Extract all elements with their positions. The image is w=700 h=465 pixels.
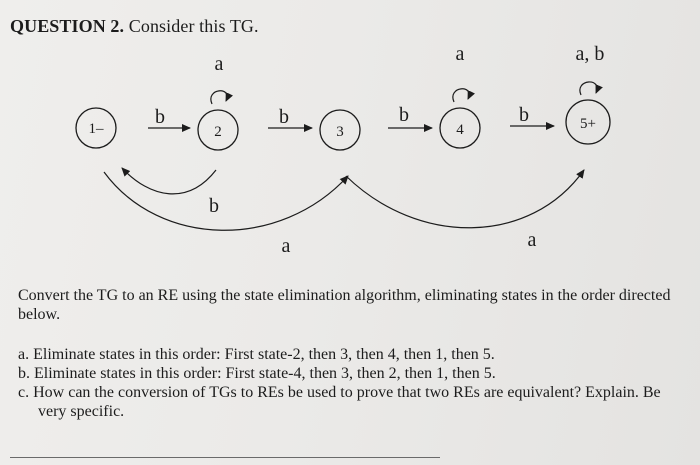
state-1: 1– [75, 107, 117, 149]
loop-state-2: a [210, 53, 233, 105]
transition-2-to-3: b [268, 106, 313, 132]
transition-1-to-2-label: b [155, 106, 165, 128]
instruction-list: a. Eliminate states in this order: First… [18, 345, 678, 421]
instruction-item-c: c. How can the conversion of TGs to REs … [18, 384, 661, 420]
loop-state-5-label: a, b [576, 43, 605, 65]
bottom-rule [10, 457, 440, 458]
loop-state-2-label: a [215, 53, 224, 75]
state-1-label: 1– [89, 121, 105, 137]
instruction-item-a: a. Eliminate states in this order: First… [18, 346, 495, 363]
state-4: 4 [439, 107, 481, 149]
transition-2-to-1: b [121, 167, 219, 217]
instructions-intro: Convert the TG to an RE using the state … [18, 287, 671, 323]
state-3: 3 [319, 109, 361, 151]
state-3-label: 3 [336, 124, 344, 140]
state-2-label: 2 [214, 124, 222, 140]
transition-graph: 1– 2 3 4 5+ b b b [75, 43, 611, 257]
state-5: 5+ [565, 99, 611, 145]
state-4-label: 4 [456, 122, 464, 138]
transition-3-to-4-label: b [399, 104, 409, 126]
transition-4-to-5-label: b [519, 104, 529, 126]
transition-2-to-3-label: b [279, 106, 289, 128]
instruction-item-b: b. Eliminate states in this order: First… [18, 365, 496, 382]
state-5-label: 5+ [580, 116, 596, 132]
transition-1-to-3: a [103, 171, 349, 257]
transition-3-to-5-label: a [528, 229, 537, 251]
transition-1-to-3-label: a [282, 235, 291, 257]
state-2: 2 [197, 109, 239, 151]
transition-1-to-2: b [148, 106, 191, 132]
question-heading: QUESTION 2. Consider this TG. [10, 16, 259, 37]
question-prompt: Consider this TG. [128, 16, 259, 36]
loop-state-5: a, b [576, 43, 605, 96]
loop-state-4: a [452, 43, 475, 103]
transition-3-to-5: a [345, 169, 585, 251]
transition-3-to-4: b [388, 104, 433, 132]
transition-2-to-1-label: b [209, 195, 219, 217]
transition-4-to-5: b [510, 104, 555, 130]
loop-state-4-label: a [456, 43, 465, 65]
question-number: QUESTION 2. [10, 16, 125, 36]
